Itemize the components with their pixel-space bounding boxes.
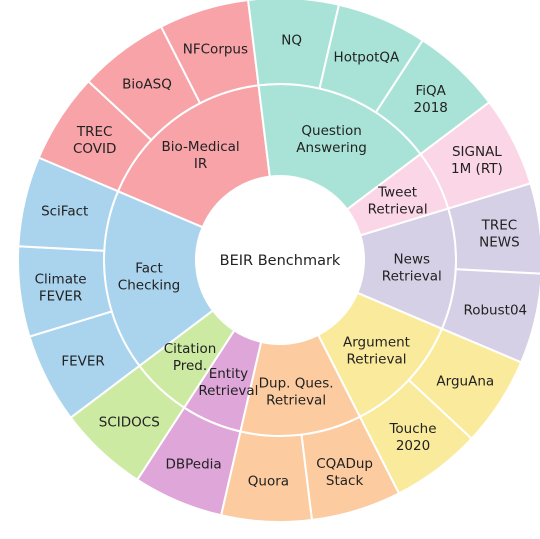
- dataset-label-hotpotqa: HotpotQA: [334, 50, 400, 66]
- dataset-label-quora: Quora: [248, 474, 289, 490]
- dataset-label-nfcorpus: NFCorpus: [183, 42, 248, 58]
- center-title: BEIR Benchmark: [220, 253, 341, 269]
- dataset-label-scidocs: SCIDOCS: [99, 415, 160, 431]
- dataset-label-bioasq: BioASQ: [122, 77, 172, 93]
- dataset-label-robust04: Robust04: [463, 303, 527, 319]
- dataset-label-scifact: SciFact: [41, 203, 88, 219]
- category-label-dup: Dup. Ques.Retrieval: [259, 376, 334, 409]
- dataset-label-fever: FEVER: [61, 353, 104, 369]
- dataset-label-dbpedia: DBPedia: [165, 456, 221, 472]
- dataset-segment-scidocs: [69, 364, 186, 482]
- center-circle: [196, 176, 364, 344]
- dataset-label-nq: NQ: [281, 32, 302, 48]
- dataset-label-arguana: ArguAna: [436, 373, 494, 389]
